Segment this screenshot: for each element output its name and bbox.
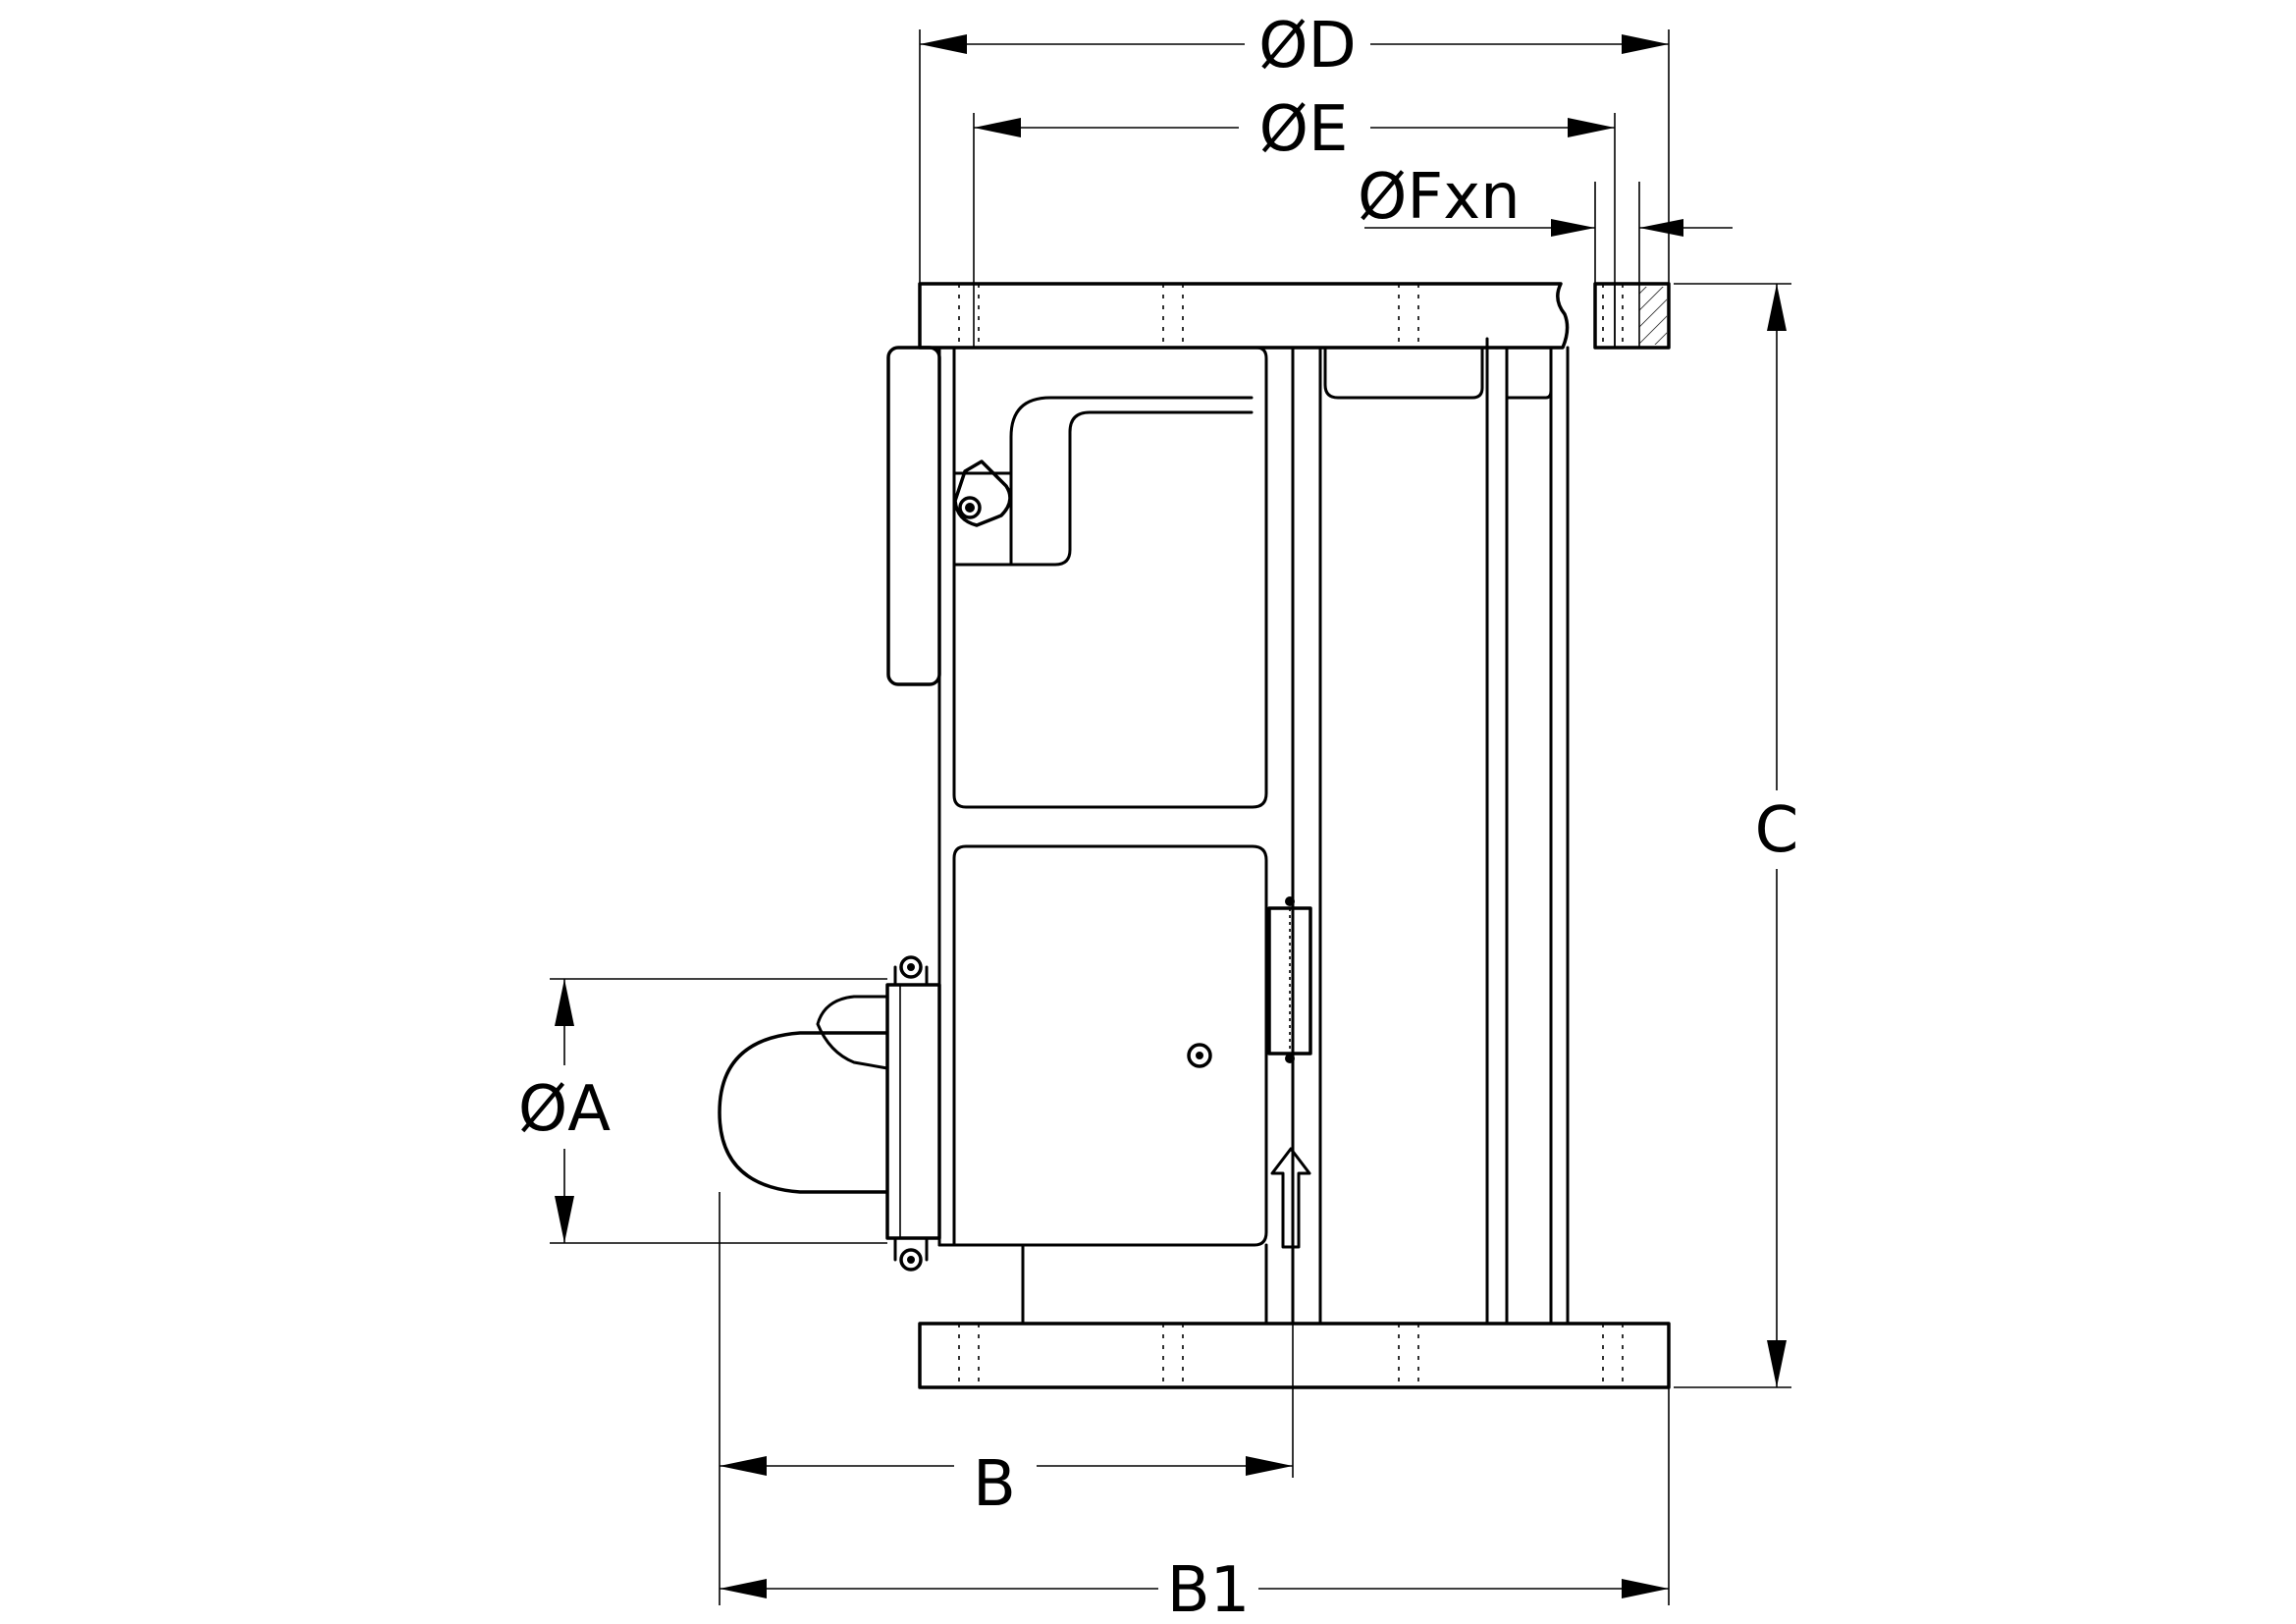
dimension-c: C	[1674, 283, 1799, 1388]
actuator	[718, 955, 941, 1272]
pivot-point	[1187, 1043, 1212, 1068]
dimension-b1-label: B1	[1167, 1554, 1251, 1624]
dimension-d-label: ØD	[1258, 10, 1357, 82]
flow-direction-arrow	[1270, 1147, 1311, 1249]
dimension-e-label: ØE	[1259, 93, 1349, 166]
motor-cap	[816, 995, 889, 1070]
dimension-e: ØE	[973, 93, 1616, 348]
dimension-f-label: ØFxn	[1358, 161, 1521, 234]
valve-body	[937, 337, 1570, 1326]
dimension-b1: B1	[720, 1387, 1670, 1624]
bottom-flange-bolt-holes	[958, 1324, 1624, 1387]
motor-housing	[718, 1031, 887, 1194]
dimension-d: ØD	[919, 10, 1670, 284]
bottom-flange	[918, 1322, 1671, 1389]
dimension-a: ØA	[518, 978, 887, 1244]
dimension-b: B	[719, 1192, 1294, 1605]
indicator-strip	[1267, 896, 1312, 1063]
bracket-lug	[953, 460, 1012, 527]
actuator-mount-plate	[885, 983, 941, 1240]
dimension-b-label: B	[973, 1448, 1016, 1521]
handle-bar	[886, 346, 941, 686]
lug-bolt	[958, 496, 982, 519]
mount-bolt-top	[899, 955, 923, 979]
mount-bolt-bottom	[899, 1248, 923, 1272]
top-flange	[918, 282, 1671, 350]
top-flange-bolt-holes	[958, 284, 1624, 348]
upper-bracket	[952, 396, 1254, 567]
dimension-a-label: ØA	[518, 1073, 611, 1146]
dimension-f: ØFxn	[1358, 161, 1733, 284]
dimension-c-label: C	[1755, 794, 1799, 867]
